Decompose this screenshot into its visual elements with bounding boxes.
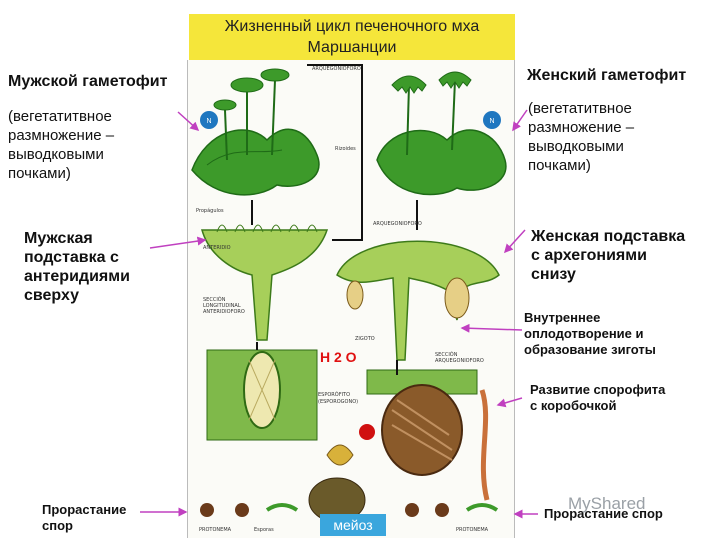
male-gametophyte-label: Мужской гаметофит — [8, 73, 168, 90]
h2o-label: H 2 O — [320, 349, 357, 365]
label-anteridio: ANTERIDIO — [203, 245, 231, 251]
title-line1: Жизненный цикл печеночного мха — [224, 18, 480, 35]
label-propagulos: Propágulos — [196, 208, 224, 214]
spore-germination-left: Прорастание спор — [42, 502, 127, 533]
label-protonema-right: PROTONEMA — [456, 527, 489, 533]
male-stand-label: Мужская подставка с антеридиями сверху — [24, 230, 130, 304]
meiosis-label: мейоз — [320, 514, 386, 536]
label-seccion-arq: SECCIÓN ARQUEGONIOFORO — [435, 352, 484, 364]
antheridium-section-drawing — [206, 349, 318, 441]
fertilization-label: Внутреннее оплодотворение и образование … — [524, 310, 656, 357]
female-gametophyte-label: Женский гаметофит — [527, 67, 687, 84]
label-esporas: Esporas — [254, 527, 274, 533]
life-cycle-drawing: N N — [191, 64, 507, 523]
label-arquegonioforo: ARQUEGONIOFORO — [312, 66, 361, 72]
label-arquegonioforo-2: ARQUEGONIOFORO — [373, 221, 422, 227]
label-rizoides: Rizoides — [335, 146, 356, 152]
label-seccion-ant: SECCIÓN LONGITUDINAL ANTERIDIOFORO — [203, 297, 245, 315]
sporophyte-section-drawing — [366, 369, 490, 501]
male-receptacle-drawing — [201, 224, 329, 341]
title-line2: Маршанции — [307, 39, 397, 56]
protonema-row-drawing — [200, 424, 499, 523]
female-veg-text: (вегетатитвное размножение – выводковыми… — [528, 100, 635, 174]
label-protonema-left: PROTONEMA — [199, 527, 232, 533]
female-gametophyte-drawing: N — [376, 71, 507, 196]
male-gametophyte-drawing: N — [191, 68, 320, 196]
male-veg-text: (вегетатитвное размножение – выводковыми… — [8, 108, 115, 182]
female-receptacle-drawing — [336, 240, 500, 361]
svg-text:N: N — [206, 118, 211, 125]
sporophyte-label: Развитие спорофита с коробочкой — [530, 382, 666, 413]
female-stand-label: Женская подставка с архегониями снизу — [531, 228, 686, 283]
label-esporofito: ESPORÓFITO — [318, 392, 351, 398]
label-zigoto: ZIGOTO — [355, 336, 375, 342]
watermark: MyShared — [568, 494, 646, 513]
diagram-title: Жизненный цикл печеночного мха Маршанции — [189, 14, 515, 60]
label-esporogono: (ESPOROGONO) — [318, 399, 359, 405]
svg-text:N: N — [489, 118, 494, 125]
spore-germination-right: Прорастание спор — [544, 506, 663, 521]
